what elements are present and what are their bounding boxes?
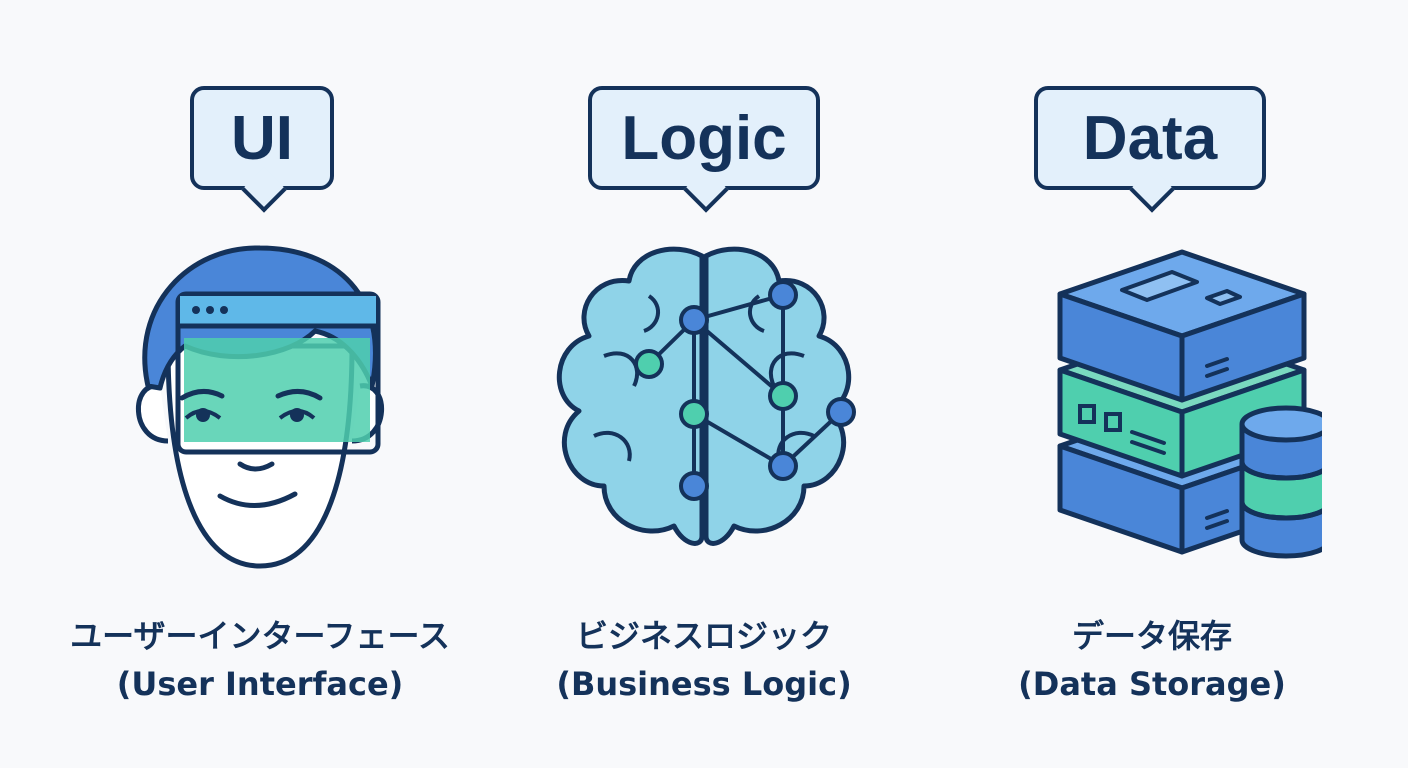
logic-caption: ビジネスロジック (Business Logic) xyxy=(494,612,914,708)
brain-network-icon xyxy=(556,246,856,546)
ui-caption-en: (User Interface) xyxy=(116,665,404,703)
user-face-browser-icon xyxy=(136,245,384,569)
data-label: Data xyxy=(1082,103,1218,173)
logic-label: Logic xyxy=(621,103,787,173)
data-caption-en: (Data Storage) xyxy=(1018,665,1286,703)
ui-label-bubble: UI xyxy=(190,86,334,190)
server-database-icon xyxy=(1057,249,1322,559)
data-caption-jp: データ保存 xyxy=(1071,617,1232,655)
logic-label-bubble: Logic xyxy=(588,86,820,190)
panel-ui: UI ユーザーインターフェース (User Interface) xyxy=(50,0,470,768)
ui-label: UI xyxy=(231,103,293,173)
ui-caption-jp: ユーザーインターフェース xyxy=(70,617,450,655)
logic-caption-en: (Business Logic) xyxy=(556,665,852,703)
data-label-bubble: Data xyxy=(1034,86,1266,190)
panel-logic: Logic ビジネスロジック (Busin xyxy=(494,0,914,768)
logic-caption-jp: ビジネスロジック xyxy=(575,617,832,655)
data-caption: データ保存 (Data Storage) xyxy=(942,612,1362,708)
panel-data: Data xyxy=(942,0,1362,768)
ui-caption: ユーザーインターフェース (User Interface) xyxy=(50,612,470,708)
